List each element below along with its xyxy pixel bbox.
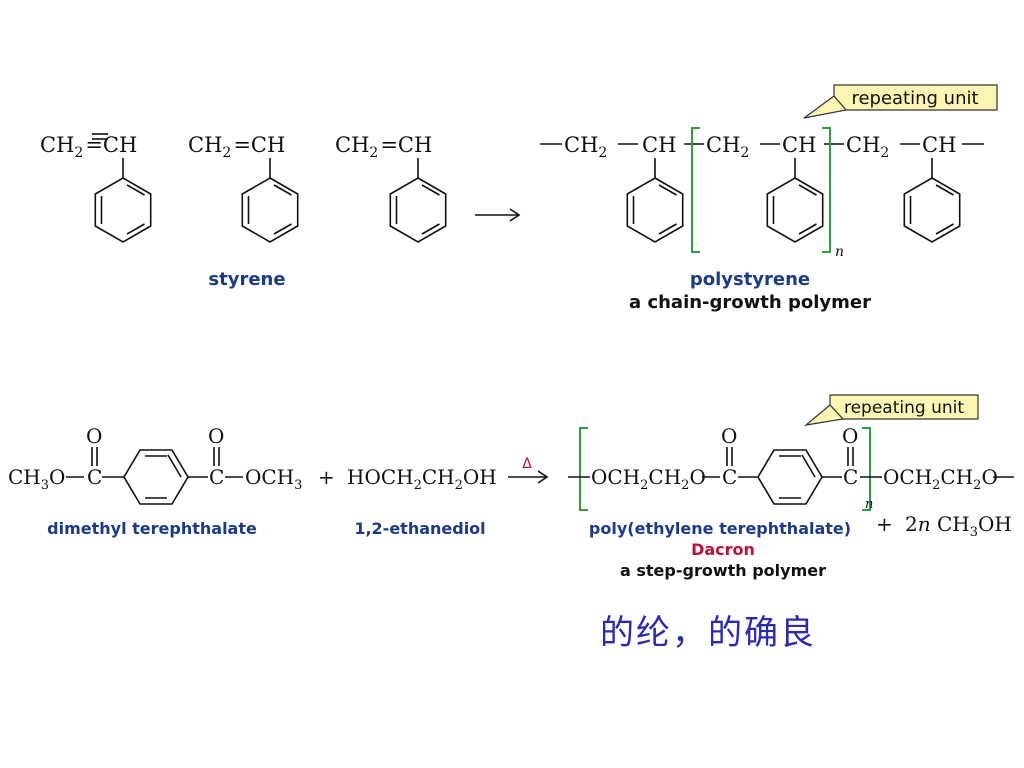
- n-subscript: n: [835, 244, 844, 260]
- svg-text:CH: CH: [922, 133, 956, 157]
- svg-text:C: C: [209, 465, 224, 489]
- svg-text:O: O: [721, 424, 737, 448]
- reaction2: CH3O C O C O OCH3 + HOCH2CH2OH Δ: [8, 394, 1014, 580]
- heat-symbol: Δ: [522, 456, 532, 472]
- repeating-unit-callout-2: repeating unit: [803, 394, 979, 426]
- dimethyl-terephthalate-label: dimethyl terephthalate: [47, 519, 257, 538]
- ethanediol-label: 1,2-ethanediol: [354, 519, 485, 538]
- svg-text:O: O: [86, 424, 102, 448]
- svg-text:CH: CH: [782, 133, 816, 157]
- pet-bracket-left: [579, 427, 588, 511]
- svg-text:CH2: CH2: [706, 133, 749, 161]
- heat-arrow: Δ: [508, 456, 549, 484]
- ethanediol-structure: HOCH2CH2OH: [347, 465, 497, 493]
- svg-text:C: C: [843, 465, 858, 489]
- svg-text:OCH2CH2O: OCH2CH2O: [883, 465, 998, 493]
- reaction-arrow: [475, 208, 521, 222]
- svg-text:O: O: [208, 424, 224, 448]
- plus-sign: +: [318, 465, 335, 489]
- svg-text:OCH2CH2O: OCH2CH2O: [591, 465, 706, 493]
- svg-text:C: C: [87, 465, 102, 489]
- svg-text:CH2: CH2: [846, 133, 889, 161]
- pet-structure: OCH2CH2O C O C O n OCH2CH2O: [568, 424, 1014, 512]
- styrene-monomer-3: CH2=CH: [335, 133, 447, 243]
- repeat-bracket-left: [691, 127, 700, 253]
- svg-text:repeating unit: repeating unit: [851, 88, 978, 109]
- polystyrene-label: polystyrene: [690, 269, 810, 290]
- pet-n-subscript: n: [865, 497, 873, 512]
- styrene-monomer-2: CH2=CH: [188, 133, 299, 243]
- reaction1: CH2=CH CH2=CH CH2=CH styrene CH2: [40, 84, 998, 313]
- svg-text:CH2=CH: CH2=CH: [335, 133, 432, 161]
- styrene-monomer-1: CH2=CH: [40, 133, 152, 243]
- methanol-byproduct: 2n CH3OH: [905, 512, 1012, 540]
- svg-text:CH2: CH2: [564, 133, 607, 161]
- dacron-label: Dacron: [691, 540, 755, 559]
- svg-text:CH: CH: [642, 133, 676, 157]
- chain-growth-label: a chain-growth polymer: [629, 292, 871, 313]
- pet-label: poly(ethylene terephthalate): [589, 519, 851, 538]
- svg-text:OCH3: OCH3: [245, 465, 302, 493]
- svg-text:O: O: [842, 424, 858, 448]
- svg-text:CH3O: CH3O: [8, 465, 65, 493]
- repeat-bracket-right: [822, 127, 831, 253]
- svg-text:CH2=CH: CH2=CH: [40, 133, 137, 161]
- dimethyl-terephthalate-structure: CH3O C O C O OCH3: [8, 424, 302, 505]
- step-growth-label: a step-growth polymer: [620, 561, 826, 580]
- svg-text:CH2=CH: CH2=CH: [188, 133, 285, 161]
- byproduct-plus: +: [876, 512, 893, 536]
- polystyrene-structure: CH2 CH CH2 CH CH2 CH n: [540, 127, 984, 260]
- chinese-footnote: 的纶，的确良: [600, 613, 816, 653]
- repeating-unit-callout-1: repeating unit: [803, 84, 998, 119]
- pet-bracket-right: [862, 427, 871, 511]
- styrene-label: styrene: [208, 269, 285, 290]
- svg-text:repeating unit: repeating unit: [844, 398, 964, 418]
- svg-text:C: C: [722, 465, 737, 489]
